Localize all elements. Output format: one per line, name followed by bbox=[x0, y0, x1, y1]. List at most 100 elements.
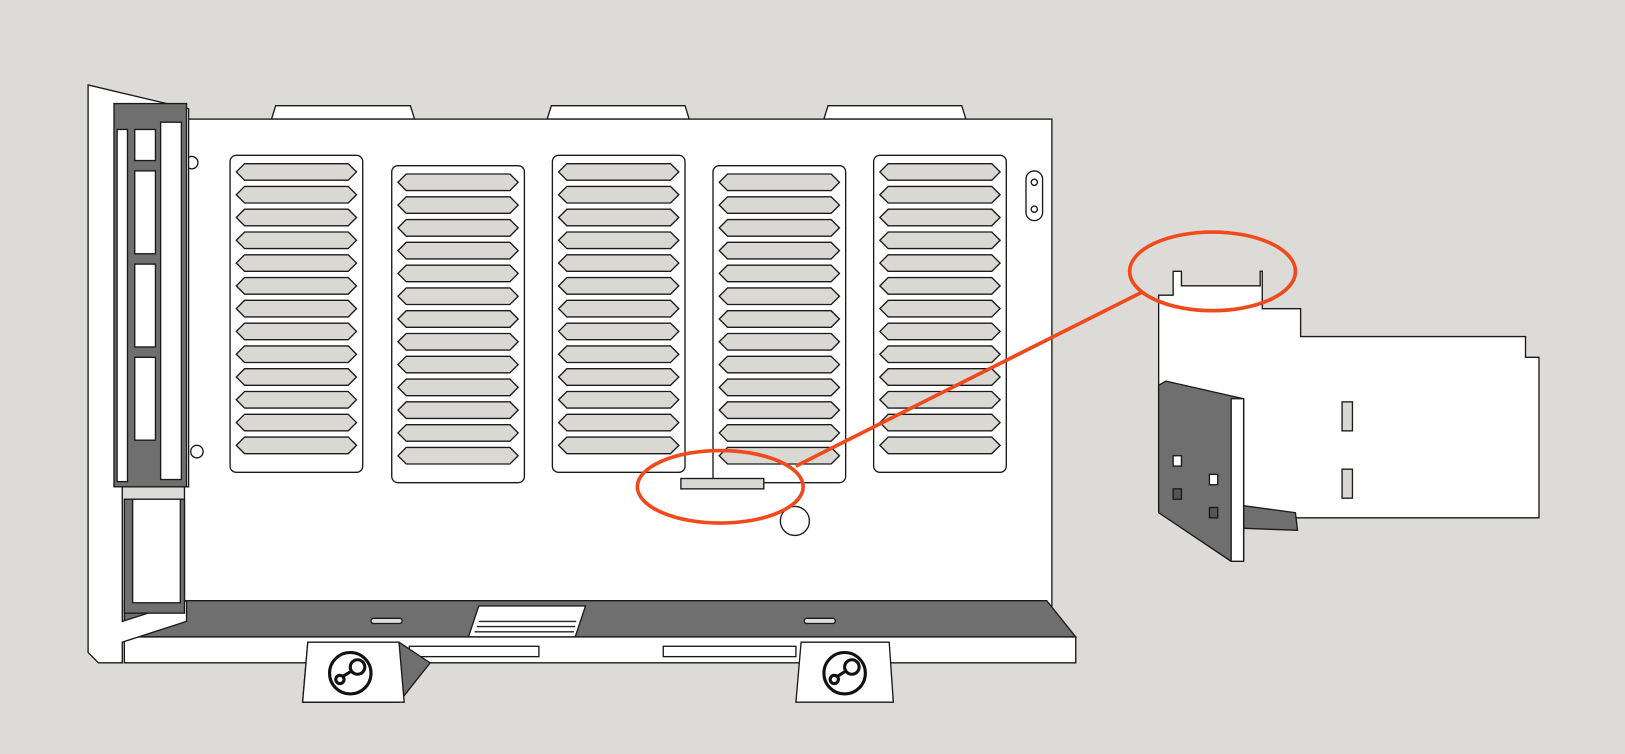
cable-slot bbox=[680, 477, 765, 490]
foot-right bbox=[795, 641, 895, 703]
vent-slot bbox=[397, 310, 520, 328]
vent-slot bbox=[718, 287, 841, 306]
bracket-plate-edge bbox=[1230, 398, 1245, 563]
vent-slot bbox=[878, 162, 1002, 181]
vent-slot bbox=[397, 355, 520, 374]
vent-slot bbox=[878, 436, 1002, 455]
vent-slot bbox=[397, 241, 520, 260]
vent-slot bbox=[397, 332, 520, 351]
screw-hole bbox=[190, 444, 204, 459]
vent-slot bbox=[718, 332, 841, 351]
vent-slot bbox=[878, 413, 1002, 432]
floor-grille bbox=[474, 620, 577, 633]
vent-slot bbox=[235, 254, 358, 273]
foot-left bbox=[301, 641, 432, 703]
vent-slot bbox=[878, 276, 1002, 295]
plate-hole bbox=[1208, 473, 1219, 486]
vent-slot bbox=[557, 299, 680, 318]
io-connector bbox=[116, 128, 129, 483]
vent-slot bbox=[718, 173, 841, 192]
vent-slot bbox=[878, 299, 1002, 318]
vent-slot bbox=[235, 299, 358, 318]
vent-slot bbox=[235, 322, 358, 341]
annotation bbox=[635, 230, 1298, 525]
bracket-slot bbox=[1341, 401, 1354, 432]
vent-slot bbox=[878, 390, 1002, 409]
vent-slot bbox=[878, 368, 1002, 386]
vent-slot bbox=[235, 208, 358, 227]
detached-bracket bbox=[1157, 270, 1540, 563]
io-connector bbox=[134, 170, 157, 255]
plate-hole bbox=[1172, 455, 1183, 467]
io-connector bbox=[134, 128, 157, 162]
vent-slot bbox=[397, 264, 520, 283]
lip-rail bbox=[662, 645, 797, 658]
vent-slot bbox=[397, 446, 520, 465]
vent-slot bbox=[397, 287, 520, 306]
top-tab bbox=[822, 104, 967, 120]
floor-slot bbox=[370, 617, 403, 625]
io-connector bbox=[131, 498, 181, 604]
vent-slot bbox=[397, 173, 520, 192]
top-tab bbox=[270, 104, 416, 120]
vent-slot bbox=[718, 378, 841, 397]
vent-slot bbox=[718, 355, 841, 374]
plate-hole bbox=[1208, 506, 1219, 519]
vent-slot bbox=[878, 185, 1002, 204]
highlight-circle-slot bbox=[635, 448, 805, 525]
vent-slot bbox=[397, 196, 520, 215]
round-hole bbox=[779, 505, 811, 537]
vent-slot bbox=[557, 436, 680, 455]
vent-slot bbox=[557, 345, 680, 364]
screw-hole bbox=[1030, 205, 1039, 213]
vent-slot bbox=[235, 345, 358, 364]
vent-slot bbox=[878, 322, 1002, 341]
bracket-slot bbox=[1341, 468, 1354, 499]
floor-slot bbox=[803, 617, 836, 625]
vent-slot bbox=[718, 423, 841, 442]
vent-slot bbox=[878, 345, 1002, 364]
vent-slot bbox=[557, 276, 680, 295]
vent-slot bbox=[718, 310, 841, 328]
vent-slot bbox=[557, 162, 680, 181]
vent-slot bbox=[397, 423, 520, 442]
screw-hole bbox=[1030, 178, 1039, 187]
vent-slot bbox=[235, 276, 358, 295]
highlight-circle-bracket-tab bbox=[1127, 230, 1298, 313]
io-connector bbox=[134, 263, 157, 348]
vent-slot bbox=[718, 401, 841, 420]
vent-slot bbox=[397, 378, 520, 397]
steam-logo-icon bbox=[822, 650, 867, 696]
front-lip bbox=[123, 636, 1077, 664]
vent-slot bbox=[235, 368, 358, 386]
vent-slot bbox=[235, 185, 358, 204]
chassis-floor bbox=[123, 600, 1078, 638]
vent-slot bbox=[235, 162, 358, 181]
io-connector bbox=[159, 121, 183, 481]
vent-slot bbox=[235, 436, 358, 455]
vent-slot bbox=[557, 390, 680, 409]
vent-slot bbox=[878, 254, 1002, 273]
vent-slot bbox=[397, 218, 520, 237]
vent-slot bbox=[718, 218, 841, 237]
top-tab bbox=[546, 104, 691, 120]
vent-slot bbox=[235, 413, 358, 432]
vent-slot bbox=[718, 241, 841, 260]
main-chassis bbox=[87, 84, 1078, 703]
vent-slot bbox=[397, 401, 520, 420]
vent-slot bbox=[557, 322, 680, 341]
io-connector bbox=[134, 356, 157, 441]
steam-logo-icon bbox=[328, 650, 373, 696]
vent-slot bbox=[557, 254, 680, 273]
lip-rail bbox=[408, 645, 540, 658]
vent-slot bbox=[718, 196, 841, 215]
vent-slot bbox=[718, 264, 841, 283]
vent-slot bbox=[878, 208, 1002, 227]
mount-slot bbox=[1025, 170, 1044, 222]
vent-slot bbox=[557, 208, 680, 227]
vent-slot bbox=[557, 413, 680, 432]
vent-slot bbox=[557, 185, 680, 204]
vent-slot bbox=[557, 368, 680, 386]
vent-slot bbox=[557, 231, 680, 250]
